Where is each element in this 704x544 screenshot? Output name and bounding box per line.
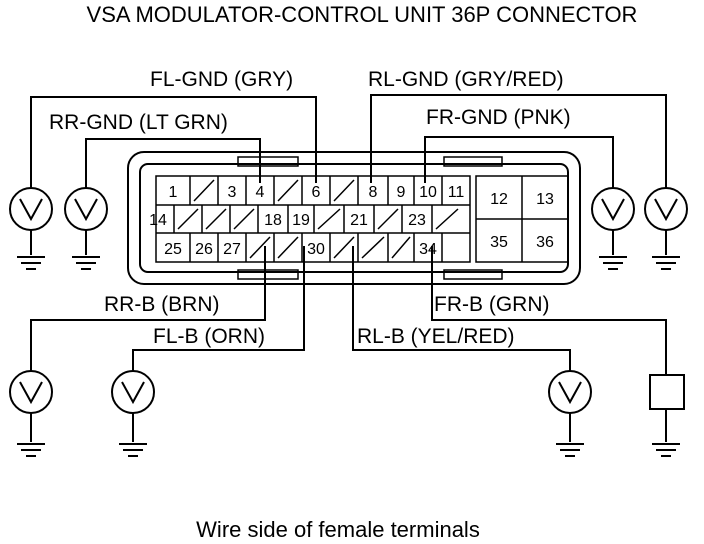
pin-18: 18 xyxy=(264,212,282,229)
pin-4: 4 xyxy=(256,184,265,201)
voltmeter-icon xyxy=(591,187,635,270)
label-rr-b: RR-B (BRN) xyxy=(104,293,220,316)
wires xyxy=(30,94,667,375)
pin-3: 3 xyxy=(228,184,237,201)
voltmeter-symbols-upper xyxy=(9,187,688,270)
square-load-icon xyxy=(649,374,685,457)
wire-rl-b xyxy=(352,246,571,371)
wire-rr-gnd xyxy=(85,138,261,188)
empty-cavity-marks xyxy=(177,179,459,259)
voltmeter-icon xyxy=(9,370,53,457)
label-fr-gnd: FR-GND (PNK) xyxy=(426,106,571,129)
diagram-title: VSA MODULATOR-CONTROL UNIT 36P CONNECTOR xyxy=(87,2,638,27)
wire-rr-b xyxy=(30,246,266,371)
label-rr-gnd: RR-GND (LT GRN) xyxy=(49,111,228,134)
pin-34: 34 xyxy=(419,241,437,258)
voltmeter-symbols-lower xyxy=(9,370,685,457)
diagram-caption: Wire side of female terminals xyxy=(196,517,480,542)
pin-11: 11 xyxy=(448,184,465,201)
wire-fl-b xyxy=(132,246,305,371)
pin-13: 13 xyxy=(536,191,554,208)
pin-19: 19 xyxy=(292,212,310,229)
terminal-grid xyxy=(155,175,569,263)
voltmeter-icon xyxy=(111,370,155,457)
pin-10: 10 xyxy=(419,184,437,201)
voltmeter-icon xyxy=(9,187,53,270)
pin-12: 12 xyxy=(490,191,508,208)
label-fr-b: FR-B (GRN) xyxy=(434,293,549,316)
wire-fl-gnd xyxy=(30,96,317,188)
pin-36: 36 xyxy=(536,234,554,251)
wire-fr-b xyxy=(431,246,667,375)
wire-fr-gnd xyxy=(424,136,614,188)
wire-labels: FL-GND (GRY) RL-GND (GRY/RED) RR-GND (LT… xyxy=(49,68,571,348)
wire-rl-gnd xyxy=(370,94,667,188)
pin-25: 25 xyxy=(164,241,182,258)
label-rl-b: RL-B (YEL/RED) xyxy=(357,325,515,348)
pin-1: 1 xyxy=(169,184,178,201)
pin-9: 9 xyxy=(397,184,406,201)
pin-23: 23 xyxy=(408,212,426,229)
pin-30: 30 xyxy=(307,241,325,258)
voltmeter-icon xyxy=(644,187,688,270)
pin-21: 21 xyxy=(350,212,368,229)
label-rl-gnd: RL-GND (GRY/RED) xyxy=(368,68,564,91)
pin-8: 8 xyxy=(369,184,378,201)
pin-35: 35 xyxy=(490,234,508,251)
pin-14: 14 xyxy=(149,212,167,229)
pin-26: 26 xyxy=(195,241,213,258)
label-fl-b: FL-B (ORN) xyxy=(153,325,265,348)
pin-27: 27 xyxy=(223,241,241,258)
voltmeter-icon xyxy=(64,187,108,270)
pin-6: 6 xyxy=(312,184,321,201)
pin-numbers: 1 3 4 6 8 9 10 11 12 13 14 18 19 21 23 2… xyxy=(149,184,554,258)
label-fl-gnd: FL-GND (GRY) xyxy=(150,68,293,91)
voltmeter-icon xyxy=(548,370,592,457)
